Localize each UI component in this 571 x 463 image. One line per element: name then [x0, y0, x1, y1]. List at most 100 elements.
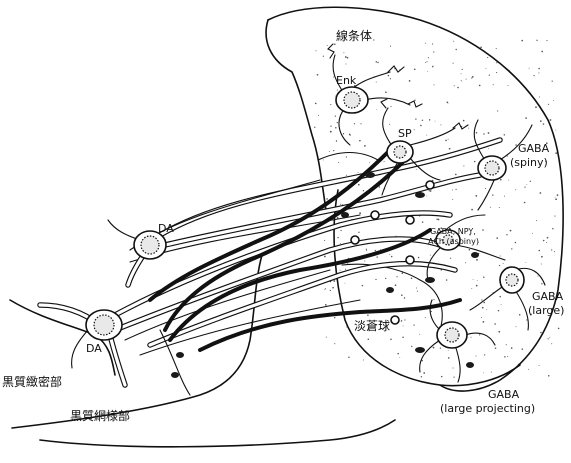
- stipple-dot: [337, 89, 338, 90]
- stipple-dot: [345, 269, 346, 270]
- stipple-dot: [474, 161, 476, 163]
- stipple-dot: [469, 249, 471, 251]
- stipple-dot: [426, 61, 427, 62]
- stipple-dot: [506, 344, 507, 345]
- stipple-dot: [463, 120, 465, 122]
- stipple-dot: [472, 76, 474, 78]
- stipple-dot: [337, 237, 338, 238]
- stipple-dot: [426, 135, 427, 136]
- stipple-dot: [450, 258, 451, 259]
- stipple-dot: [338, 162, 339, 163]
- stipple-dot: [362, 285, 363, 286]
- stipple-dot: [364, 260, 365, 261]
- stipple-dot: [390, 339, 392, 341]
- stipple-dot: [335, 127, 337, 129]
- stipple-dot: [315, 50, 316, 51]
- label-sn-reticulata: 黒質網様部: [70, 408, 130, 423]
- stipple-dot: [516, 326, 517, 327]
- stipple-dot: [425, 317, 426, 318]
- stipple-dot: [325, 304, 327, 306]
- stipple-dot: [340, 230, 341, 231]
- stipple-dot: [402, 337, 404, 339]
- stipple-dot: [452, 367, 453, 368]
- stipple-dot: [389, 254, 390, 255]
- stipple-dot: [364, 145, 366, 147]
- stipple-dot: [440, 124, 441, 125]
- stipple-dot: [396, 276, 397, 277]
- stipple-dot: [433, 299, 434, 300]
- stipple-dot: [430, 255, 431, 256]
- stipple-dot: [369, 162, 370, 163]
- stipple-dot: [346, 156, 347, 157]
- stipple-dot: [550, 119, 552, 121]
- stipple-dot: [376, 82, 377, 83]
- stipple-dot: [555, 152, 557, 154]
- stipple-dot: [470, 337, 471, 338]
- stipple-dot: [418, 257, 420, 259]
- stipple-dot: [389, 124, 390, 125]
- stipple-dot: [541, 256, 543, 258]
- stipple-dot: [540, 120, 542, 122]
- stipple-dot: [526, 319, 527, 320]
- striatum-inner-edge: [266, 20, 326, 210]
- stipple-dot: [496, 72, 497, 73]
- stipple-dot: [448, 103, 449, 104]
- stipple-dot: [476, 259, 478, 261]
- stipple-dot: [368, 338, 370, 340]
- stipple-dot: [324, 240, 325, 241]
- stipple-dot: [499, 265, 500, 266]
- stipple-dot: [358, 232, 359, 233]
- stipple-dot: [337, 122, 338, 123]
- stipple-dot: [473, 279, 474, 280]
- stipple-dot: [375, 279, 376, 280]
- stipple-dot: [552, 228, 553, 229]
- stipple-dot: [330, 126, 331, 127]
- stipple-dot: [384, 161, 385, 162]
- stipple-dot: [445, 140, 447, 142]
- stipple-dot: [314, 127, 315, 128]
- stipple-dot: [476, 356, 477, 357]
- stipple-dot: [496, 62, 497, 63]
- stipple-dot: [471, 78, 472, 79]
- stipple-dot: [539, 97, 540, 98]
- stipple-dot: [326, 198, 328, 200]
- stipple-dot: [334, 44, 336, 46]
- stipple-dot: [456, 189, 457, 190]
- stipple-dot: [366, 250, 367, 251]
- stipple-dot: [483, 321, 485, 323]
- stipple-dot: [461, 73, 462, 74]
- stipple-dot: [553, 100, 554, 101]
- stipple-dot: [483, 276, 484, 277]
- stipple-dot: [515, 189, 516, 190]
- stipple-dot: [377, 256, 378, 257]
- stipple-dot: [471, 288, 472, 289]
- stipple-dot: [441, 376, 442, 377]
- stipple-dot: [507, 356, 508, 357]
- stipple-dot: [401, 320, 403, 322]
- stipple-dot: [340, 270, 341, 271]
- label-gaba-large: GABA (large): [528, 290, 567, 317]
- stipple-dot: [402, 272, 404, 274]
- stipple-dot: [428, 57, 429, 58]
- stipple-dot: [422, 221, 423, 222]
- stipple-dot: [385, 91, 387, 93]
- stipple-dot: [421, 376, 422, 377]
- stipple-dot: [475, 195, 477, 197]
- stipple-dot: [380, 249, 381, 250]
- stipple-dot: [543, 240, 545, 242]
- stipple-dot: [377, 62, 378, 63]
- stipple-dot: [555, 197, 556, 198]
- gaba-large-projecting-neuron: [420, 300, 495, 382]
- stipple-dot: [488, 148, 489, 149]
- stipple-dot: [327, 45, 328, 46]
- stipple-dot: [347, 57, 349, 59]
- label-enk: Enk: [336, 74, 357, 87]
- stipple-dot: [438, 219, 440, 221]
- substantia-nigra-outline: [12, 255, 262, 428]
- stipple-dot: [510, 230, 512, 232]
- stipple-dot: [376, 61, 377, 62]
- stipple-dot: [504, 196, 505, 197]
- stipple-dot: [541, 264, 542, 265]
- stipple-dot: [336, 140, 337, 141]
- stipple-dot: [526, 262, 527, 263]
